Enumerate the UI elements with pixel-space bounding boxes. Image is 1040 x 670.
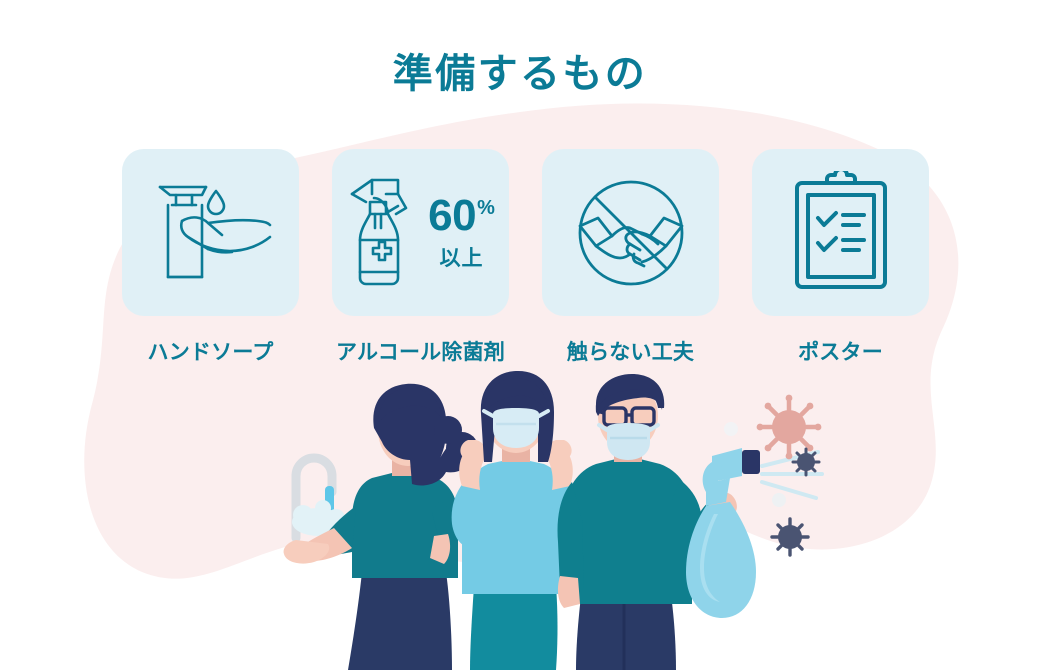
preparation-items-list: ハンドソープ bbox=[122, 149, 942, 366]
virus-particle-pink bbox=[756, 394, 822, 460]
germ-dot-faint-2 bbox=[724, 422, 738, 436]
alcohol-percentage: 60 % 以上 bbox=[428, 190, 495, 272]
spray-bottle bbox=[686, 448, 760, 618]
card-tile-hand-soap[interactable] bbox=[122, 149, 299, 316]
woman-washing-hands bbox=[283, 383, 478, 670]
germ-dot-faint bbox=[772, 493, 786, 507]
faucet-icon bbox=[291, 453, 337, 543]
page-title: 準備するもの bbox=[392, 52, 648, 96]
no-handshake-icon bbox=[578, 180, 683, 285]
percent-qualifier: 以上 bbox=[439, 246, 484, 270]
germ-dot-navy-large bbox=[770, 517, 810, 557]
woman-wearing-mask bbox=[451, 370, 581, 670]
card-tile-avoid-touching[interactable] bbox=[542, 149, 719, 316]
card-label-poster: ポスター bbox=[798, 341, 883, 364]
percent-sign: % bbox=[477, 196, 495, 219]
soap-dispenser-hand-icon bbox=[158, 185, 271, 278]
card-label-hand-soap: ハンドソープ bbox=[147, 341, 274, 364]
percent-number: 60 bbox=[428, 190, 477, 240]
card-label-avoid-touching: 触らない工夫 bbox=[566, 341, 695, 364]
card-poster[interactable]: ポスター bbox=[752, 149, 929, 366]
card-alcohol-sanitizer[interactable]: 60 % 以上 アルコール除菌剤 bbox=[332, 149, 509, 366]
germ-dot-navy-small bbox=[791, 447, 821, 477]
card-label-alcohol-sanitizer: アルコール除菌剤 bbox=[335, 341, 506, 364]
spray-bottle-icon bbox=[350, 178, 408, 285]
card-tile-alcohol-sanitizer[interactable]: 60 % 以上 bbox=[332, 149, 509, 316]
clipboard-checklist-icon bbox=[794, 170, 887, 289]
card-tile-poster[interactable] bbox=[752, 149, 929, 316]
soap-foam bbox=[292, 500, 345, 536]
card-avoid-touching[interactable]: 触らない工夫 bbox=[542, 149, 719, 366]
spray-mist bbox=[760, 450, 824, 500]
card-hand-soap[interactable]: ハンドソープ bbox=[122, 149, 299, 366]
man-with-spray-bottle bbox=[557, 374, 737, 670]
water-stream bbox=[325, 486, 334, 542]
